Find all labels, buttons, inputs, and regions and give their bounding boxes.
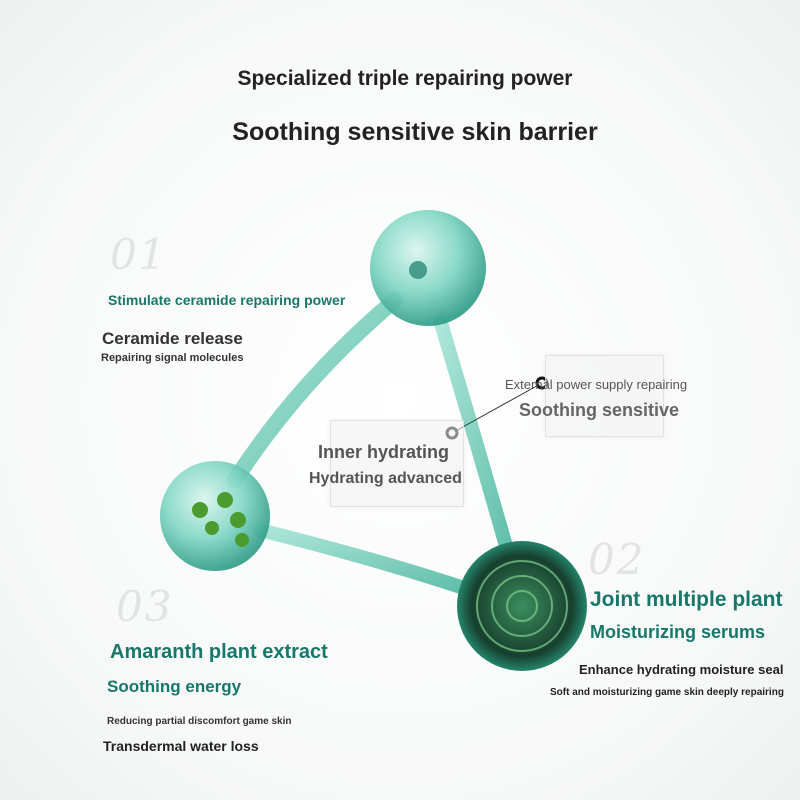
- section3-detail1: Reducing partial discomfort game skin: [107, 716, 292, 727]
- page-subtitle: Soothing sensitive skin barrier: [232, 118, 598, 146]
- top-sphere: [370, 210, 486, 326]
- section2-detail1: Enhance hydrating moisture seal: [579, 662, 784, 677]
- callout-inner-line2: Hydrating advanced: [309, 470, 462, 487]
- section3-heading2: Soothing energy: [107, 677, 242, 696]
- section3-detail2: Transdermal water loss: [103, 738, 259, 754]
- page-title: Specialized triple repairing power: [237, 67, 573, 90]
- section1-title: Ceramide release: [102, 329, 243, 348]
- callout-external-box: [545, 355, 664, 437]
- section3-heading1: Amaranth plant extract: [110, 641, 328, 663]
- callout-external-line1: External power supply repairing: [505, 377, 688, 392]
- succulent-icon: [476, 560, 568, 652]
- tubes: [227, 292, 517, 597]
- herb-icon: [192, 492, 249, 547]
- callout-connector: [451, 382, 543, 434]
- section-number-01: 01: [110, 230, 168, 279]
- section2-heading1: Joint multiple plant: [590, 588, 783, 611]
- section-number-02: 02: [588, 535, 646, 584]
- section2-detail2: Soft and moisturizing game skin deeply r…: [550, 687, 784, 698]
- left-sphere: [160, 461, 270, 571]
- section2-heading2: Moisturizing serums: [590, 622, 766, 642]
- callout-inner-box: [330, 420, 464, 507]
- section-number-03: 03: [116, 582, 174, 631]
- section1-heading: Stimulate ceramide repairing power: [108, 292, 346, 308]
- section1-detail: Repairing signal molecules: [101, 352, 244, 364]
- callout-external-line2: Soothing sensitive: [519, 400, 680, 420]
- callout-inner-line1: Inner hydrating: [318, 442, 450, 462]
